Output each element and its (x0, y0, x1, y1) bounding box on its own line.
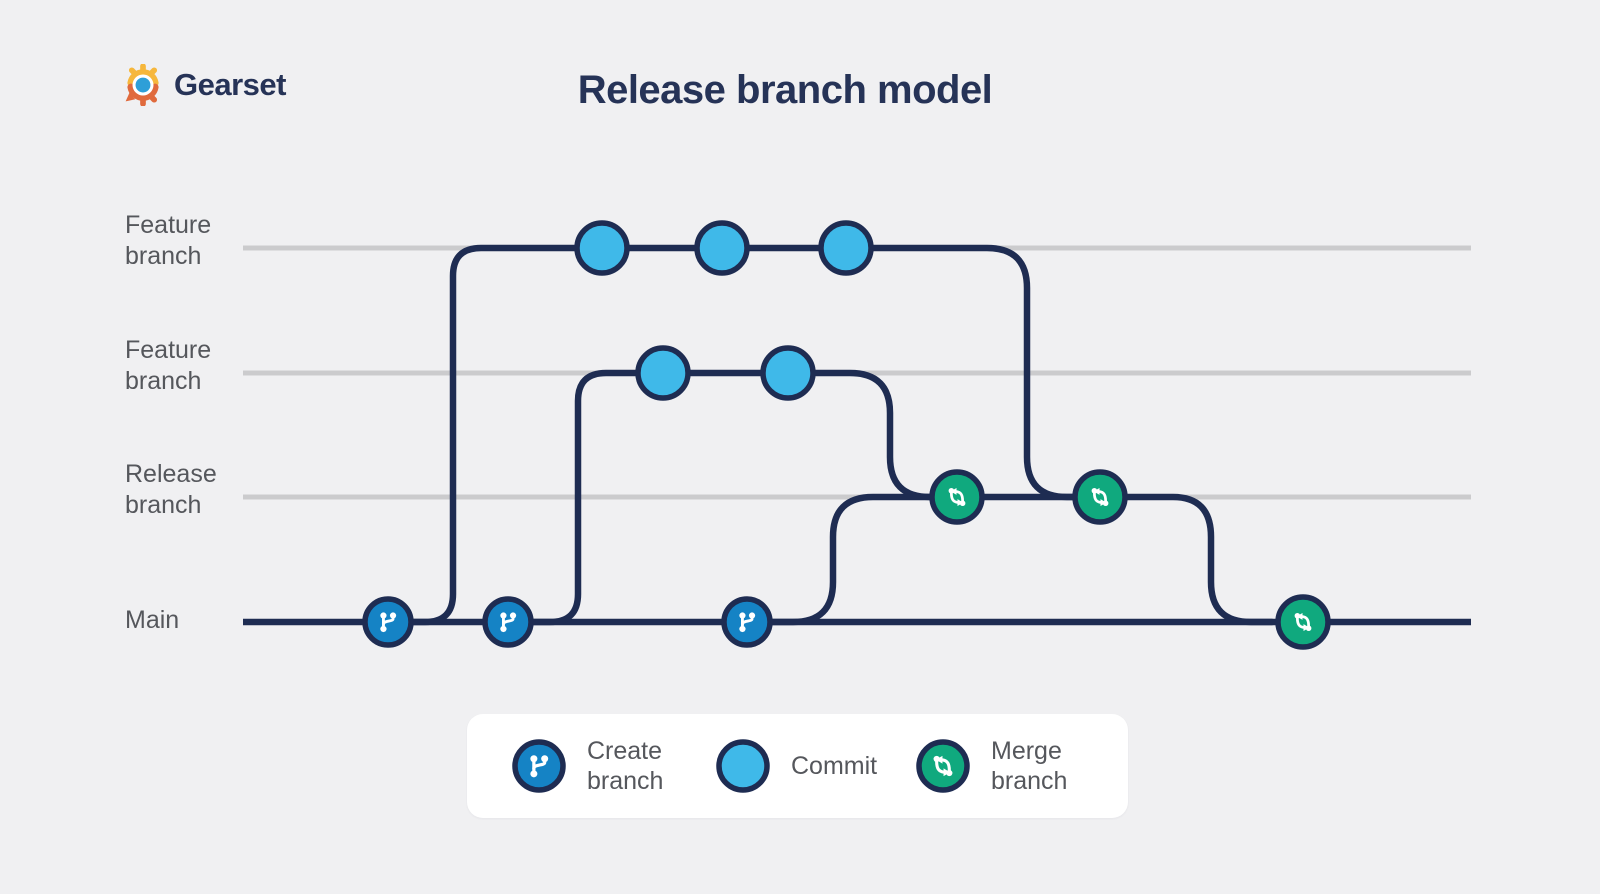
create-branch-node (482, 596, 534, 648)
branch-path-feature-1 (408, 244, 1089, 626)
merge-branch-node (929, 469, 985, 525)
lane-label-release-branch: Release branch (125, 460, 217, 519)
gearset-logo-icon (125, 64, 159, 106)
commit-node (574, 220, 630, 276)
lane-label-feature-branch-1: Feature branch (125, 211, 212, 270)
legend-item-create-branch: Create branch (511, 714, 682, 818)
legend-card: Create branch Commit Merge branch (467, 714, 1128, 818)
legend-label-commit: Commit (791, 752, 878, 780)
branch-path-feature-2 (528, 369, 948, 626)
commit-node (694, 220, 750, 276)
commit-node (760, 345, 816, 401)
merge-branch-icon (916, 739, 970, 793)
merge-branch-node (1072, 469, 1128, 525)
commit-icon (716, 739, 770, 793)
create-branch-icon (512, 739, 566, 793)
commit-node (635, 345, 691, 401)
legend-item-merge-branch: Merge branch (915, 714, 1086, 818)
lane-label-feature-branch-2: Feature branch (125, 336, 212, 395)
legend-label-merge-branch: Merge branch (991, 737, 1068, 795)
create-branch-node (362, 596, 414, 648)
legend-item-commit: Commit (715, 714, 877, 818)
branch-path-release (767, 493, 1276, 626)
page-title: Release branch model (577, 68, 993, 112)
brand: Gearset (122, 64, 286, 106)
create-branch-node (721, 596, 773, 648)
legend-label-create-branch: Create branch (587, 737, 664, 795)
merge-branch-node (1275, 594, 1331, 650)
brand-name: Gearset (174, 67, 286, 102)
commit-node (818, 220, 874, 276)
lane-label-main: Main (125, 606, 180, 634)
